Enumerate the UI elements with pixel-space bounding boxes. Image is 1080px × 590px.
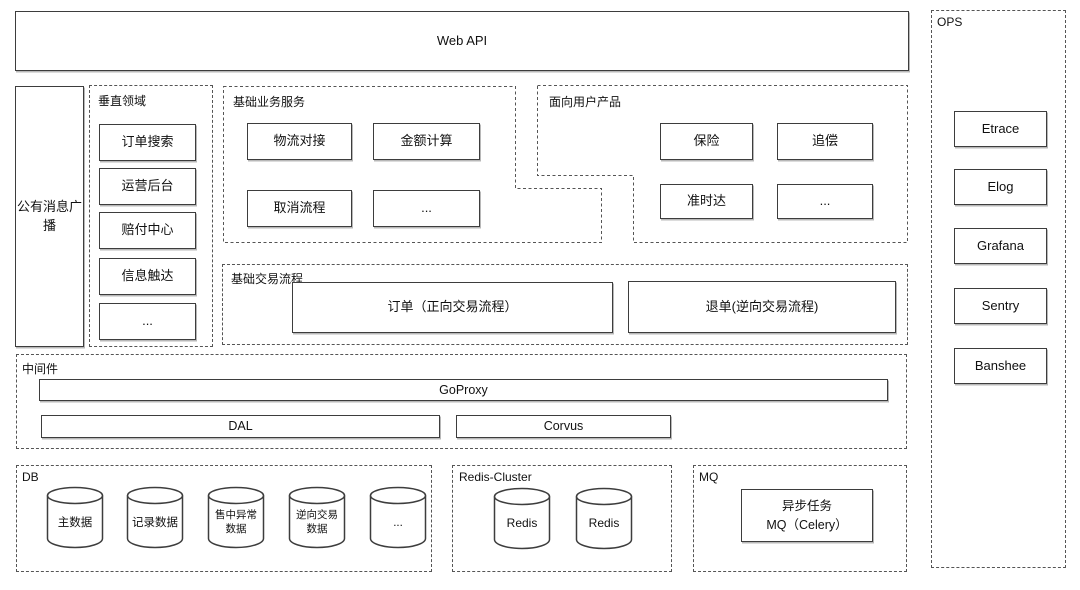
redis-cylinder: Redis: [574, 487, 634, 550]
box-compensation-center: 赔付中心: [99, 212, 196, 249]
box-grafana: Grafana: [954, 228, 1047, 264]
box-insurance: 保险: [660, 123, 753, 160]
db-cylinder-sale-exception: 售中异常 数据: [207, 486, 265, 549]
box-dal: DAL: [41, 415, 440, 438]
basic-transaction-title: 基础交易流程: [231, 272, 304, 286]
redis-cluster-title: Redis-Cluster: [459, 470, 532, 484]
vertical-domain-group: 垂直领域 订单搜索 运营后台 赔付中心 信息触达 ...: [89, 85, 213, 347]
database-cylinder-icon: [493, 487, 551, 550]
box-goproxy: GoProxy: [39, 379, 888, 401]
db-title: DB: [22, 470, 39, 484]
ops-title: OPS: [937, 15, 963, 29]
box-banshee: Banshee: [954, 348, 1047, 384]
box-async-task-mq: 异步任务 MQ（Celery）: [741, 489, 873, 542]
db-cylinder-main: 主数据: [46, 486, 104, 549]
box-forward-order-flow: 订单（正向交易流程）: [292, 282, 613, 333]
box-order-search: 订单搜索: [99, 124, 196, 161]
database-cylinder-icon: [46, 486, 104, 549]
box-recovery: 追偿: [777, 123, 873, 160]
db-group: DB 主数据 记录数据 售中异常 数据 逆向交易 数据 ...: [16, 465, 432, 572]
box-vertical-more: ...: [99, 303, 196, 340]
basic-transaction-group: 基础交易流程 订单（正向交易流程） 退单(逆向交易流程): [222, 264, 908, 345]
database-cylinder-icon: [575, 487, 633, 550]
vertical-domain-title: 垂直领域: [98, 94, 147, 108]
box-reverse-order-flow: 退单(逆向交易流程): [628, 281, 896, 333]
ops-panel: OPS Etrace Elog Grafana Sentry Banshee: [931, 10, 1066, 568]
db-cylinder-reverse-trade: 逆向交易 数据: [288, 486, 346, 549]
box-services-more: ...: [373, 190, 480, 227]
db-cylinder-records: 记录数据: [126, 486, 184, 549]
box-ops-backend: 运营后台: [99, 168, 196, 205]
web-api-label: Web API: [436, 32, 488, 48]
box-ontime-delivery: 准时达: [660, 184, 753, 219]
mq-group: MQ 异步任务 MQ（Celery）: [693, 465, 907, 572]
box-etrace: Etrace: [954, 111, 1047, 147]
broadcast-label: 公有消息广 播: [16, 198, 82, 233]
redis-cluster-group: Redis-Cluster Redis Redis: [452, 465, 672, 572]
mq-title: MQ: [699, 470, 719, 484]
box-logistics: 物流对接: [247, 123, 352, 160]
box-sentry: Sentry: [954, 288, 1047, 324]
database-cylinder-icon: [369, 486, 427, 549]
box-amount-calc: 金额计算: [373, 123, 480, 160]
box-corvus: Corvus: [456, 415, 671, 438]
database-cylinder-icon: [207, 486, 265, 549]
middleware-group: 中间件 GoProxy DAL Corvus: [16, 354, 907, 449]
database-cylinder-icon: [288, 486, 346, 549]
basic-services-group: 基础业务服务 物流对接 金额计算 取消流程 ...: [223, 86, 601, 242]
web-api-box: Web API: [15, 11, 909, 71]
user-products-title: 面向用户产品: [549, 95, 622, 109]
middleware-title: 中间件: [22, 362, 59, 376]
db-cylinder-more: ...: [369, 486, 427, 549]
user-products-group: 面向用户产品 保险 追偿 准时达 ...: [537, 85, 908, 242]
box-cancel-flow: 取消流程: [247, 190, 352, 227]
basic-services-title: 基础业务服务: [233, 95, 306, 109]
broadcast-box: 公有消息广 播: [15, 86, 84, 347]
database-cylinder-icon: [126, 486, 184, 549]
box-message-reach: 信息触达: [99, 258, 196, 295]
box-elog: Elog: [954, 169, 1047, 205]
box-products-more: ...: [777, 184, 873, 219]
redis-cylinder: Redis: [492, 487, 552, 550]
